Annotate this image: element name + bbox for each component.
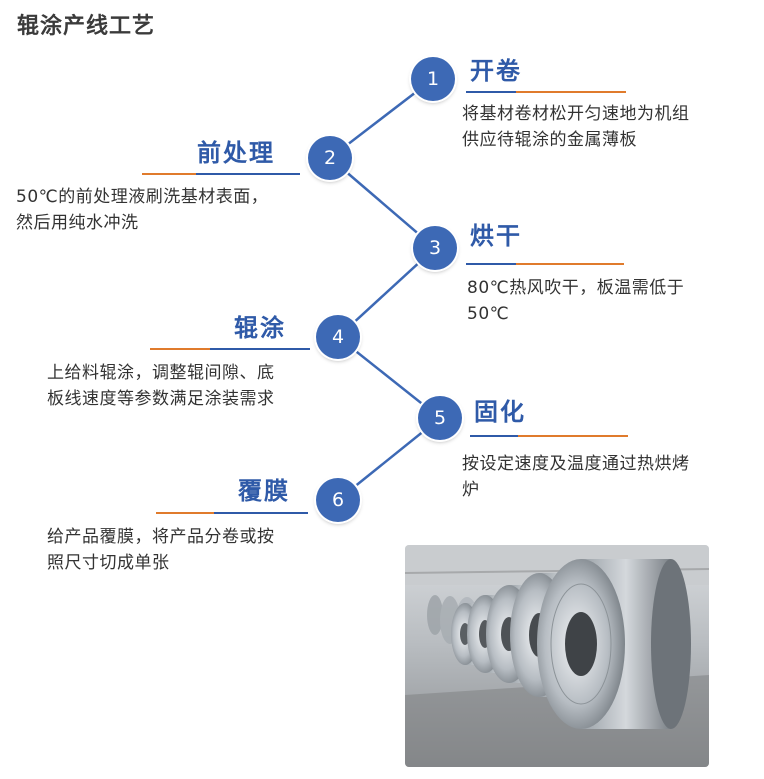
step-4-underline xyxy=(150,348,310,350)
steel-coil-illustration xyxy=(405,545,709,767)
page-title: 辊涂产线工艺 xyxy=(17,14,156,39)
step-2-desc-line-1: 50℃的前处理液刷洗基材表面， xyxy=(16,187,269,207)
step-3-heading: 烘干 xyxy=(470,222,522,250)
step-6-underline xyxy=(156,512,308,514)
step-3-desc-line-1: 80℃热风吹干，板温需低于 xyxy=(467,278,685,298)
step-2-heading: 前处理 xyxy=(197,139,275,167)
step-2-description: 50℃的前处理液刷洗基材表面， 然后用纯水冲洗 xyxy=(16,184,268,236)
step-5-description: 按设定速度及温度通过热烘烤 炉 xyxy=(462,451,690,503)
step-1-heading: 开卷 xyxy=(470,57,522,85)
step-1-description: 将基材卷材松开匀速地为机组 供应待辊涂的金属薄板 xyxy=(462,101,690,153)
step-2-node: 2 xyxy=(308,136,352,180)
step-1-underline xyxy=(466,91,626,93)
step-4-desc-line-2: 板线速度等参数满足涂装需求 xyxy=(47,389,275,409)
step-6-desc-line-1: 给产品覆膜，将产品分卷或按 xyxy=(47,527,275,547)
step-1-desc-line-1: 将基材卷材松开匀速地为机组 xyxy=(462,104,690,124)
step-6-desc-line-2: 照尺寸切成单张 xyxy=(47,553,170,573)
step-4-heading: 辊涂 xyxy=(234,314,286,342)
step-5-underline xyxy=(470,435,628,437)
steel-coil-photo xyxy=(405,545,709,767)
step-6-description: 给产品覆膜，将产品分卷或按 照尺寸切成单张 xyxy=(47,524,275,576)
step-5-node: 5 xyxy=(418,396,462,440)
step-5-desc-line-1: 按设定速度及温度通过热烘烤 xyxy=(462,454,690,474)
step-4-desc-line-1: 上给料辊涂，调整辊间隙、底 xyxy=(47,363,275,383)
step-4-description: 上给料辊涂，调整辊间隙、底 板线速度等参数满足涂装需求 xyxy=(47,360,275,412)
step-2-underline xyxy=(142,173,300,175)
step-1-desc-line-2: 供应待辊涂的金属薄板 xyxy=(462,130,637,150)
step-3-underline xyxy=(466,263,624,265)
step-1-node: 1 xyxy=(411,57,455,101)
step-6-heading: 覆膜 xyxy=(238,477,290,505)
step-3-node: 3 xyxy=(413,226,457,270)
step-5-heading: 固化 xyxy=(474,398,526,426)
step-5-desc-line-2: 炉 xyxy=(462,480,480,500)
step-2-desc-line-2: 然后用纯水冲洗 xyxy=(16,213,139,233)
step-3-description: 80℃热风吹干，板温需低于 50℃ xyxy=(467,275,684,327)
step-4-node: 4 xyxy=(316,315,360,359)
step-3-desc-line-2: 50℃ xyxy=(467,304,510,324)
step-6-node: 6 xyxy=(316,478,360,522)
